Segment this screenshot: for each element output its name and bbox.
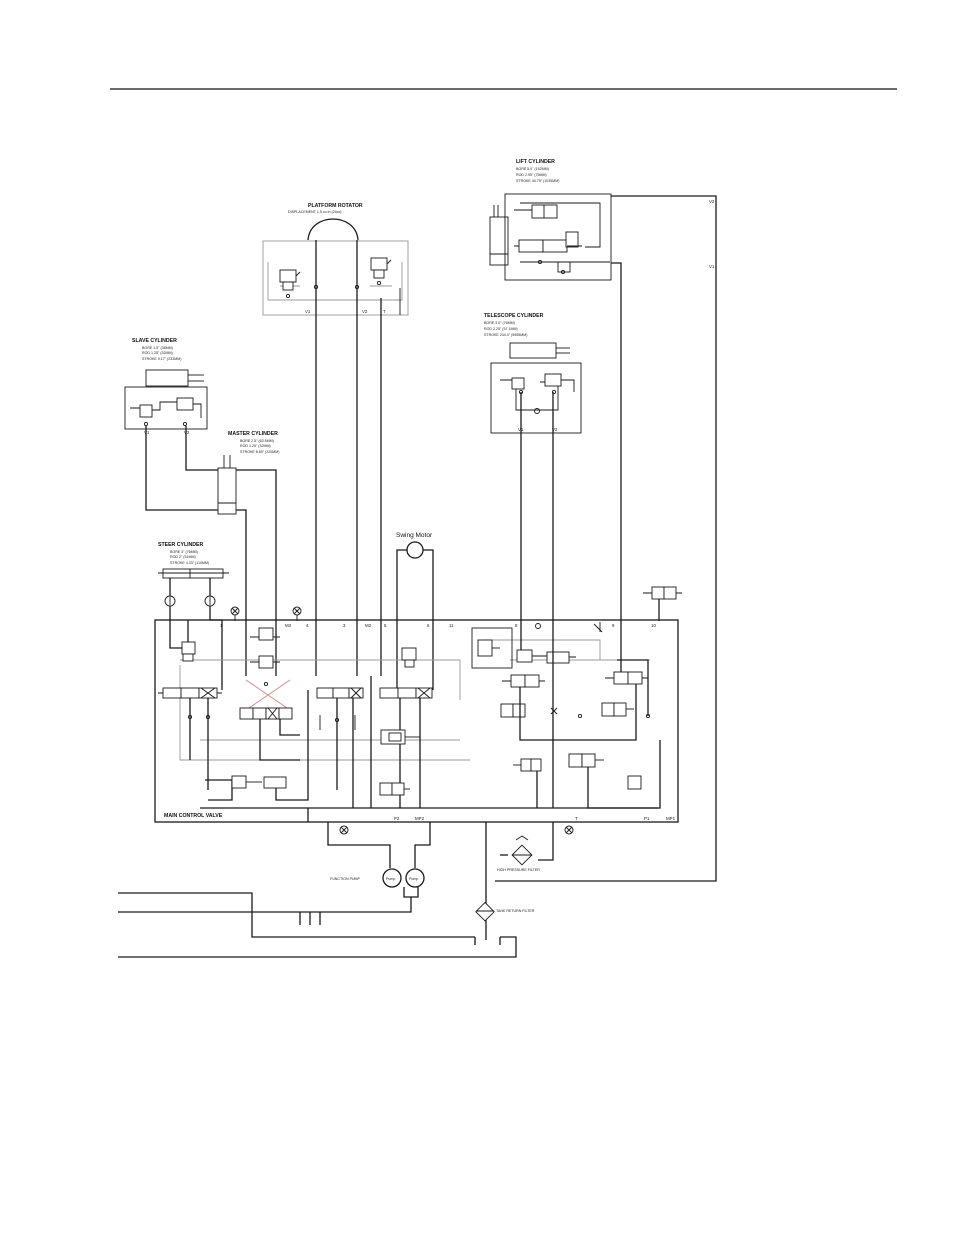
mcv-port-6: 6 bbox=[427, 623, 430, 628]
steer-cylinder: STEER CYLINDER BORE 3" (76MM) ROD 2" (51… bbox=[158, 542, 229, 607]
lift-bore: BORE 5.0" (152MM) bbox=[516, 167, 549, 171]
mcv-port-8: 8 bbox=[515, 623, 518, 628]
master-cylinder: MASTER CYLINDER BORE 2.5" (63.5MM) ROD 1… bbox=[217, 431, 279, 515]
mcv-port-mp2: MP2 bbox=[415, 816, 425, 821]
steer-cylinder-label: STEER CYLINDER bbox=[158, 542, 204, 548]
rotator-port-t: T bbox=[383, 309, 386, 314]
high-pressure-filter-label: HIGH PRESSURE FILTER bbox=[497, 868, 540, 872]
slave-rod: ROD 1.25" (32MM) bbox=[142, 351, 173, 355]
tele-stroke: STROKE 234.4" (5955MM) bbox=[484, 333, 527, 337]
mcv-port-10: 10 bbox=[651, 623, 656, 628]
tele-rod: ROD 2.25" (57.1MM) bbox=[484, 327, 518, 331]
slave-cylinder: SLAVE CYLINDER BORE 1.5" (38MM) ROD 1.25… bbox=[124, 338, 208, 435]
steer-bore: BORE 3" (76MM) bbox=[170, 550, 198, 554]
aux-solenoid-valve bbox=[643, 586, 682, 600]
slave-port-v2: V2 bbox=[184, 430, 190, 435]
tele-port-v2: V2 bbox=[552, 427, 558, 432]
platform-rotator-label: PLATFORM ROTATOR bbox=[308, 203, 363, 209]
swing-motor: Swing Motor bbox=[396, 532, 433, 559]
master-cylinder-label: MASTER CYLINDER bbox=[228, 431, 278, 437]
mcv-port-m2-top: M2 bbox=[365, 623, 372, 628]
mcv-port-4: 4 bbox=[306, 623, 309, 628]
rotator-port-v1: V1 bbox=[305, 309, 311, 314]
function-pump: FUNCTION PUMP Pump Pump bbox=[330, 868, 425, 888]
slave-stroke: STROKE 9.17" (233MM) bbox=[142, 357, 181, 361]
telescope-cylinder-label: TELESCOPE CYLINDER bbox=[484, 313, 544, 319]
mcv-port-p2: P2 bbox=[394, 816, 400, 821]
pump-left-label: Pump bbox=[386, 877, 395, 881]
lift-rod: ROD 2.95" (75MM) bbox=[516, 173, 547, 177]
gauge-right bbox=[292, 606, 302, 616]
gauge-left bbox=[230, 606, 240, 616]
telescope-cylinder: TELESCOPE CYLINDER BORE 3.0" (76MM) ROD … bbox=[484, 313, 582, 434]
lift-stroke: STROKE 40.75" (1035MM) bbox=[516, 179, 559, 183]
master-bore: BORE 2.5" (63.5MM) bbox=[240, 439, 274, 443]
mcv-port-p1: P1 bbox=[644, 816, 650, 821]
steer-stroke: STROKE 4.33" (110MM) bbox=[170, 561, 209, 565]
function-pump-label: FUNCTION PUMP bbox=[330, 877, 361, 881]
tele-bore: BORE 3.0" (76MM) bbox=[484, 321, 515, 325]
slave-cylinder-label: SLAVE CYLINDER bbox=[132, 338, 177, 344]
mcv-port-m3: M3 bbox=[285, 623, 292, 628]
mcv-port-mp1: MP1 bbox=[666, 816, 676, 821]
high-pressure-filter: HIGH PRESSURE FILTER bbox=[497, 835, 540, 872]
tank-return-filter-label: TANK RETURN FILTER bbox=[496, 909, 535, 913]
lift-cylinder-label: LIFT CYLINDER bbox=[516, 159, 555, 165]
platform-rotator-displacement: DISPLACEMENT 1.5 cu in (24cc) bbox=[288, 210, 341, 214]
lift-cylinder: LIFT CYLINDER BORE 5.0" (152MM) ROD 2.95… bbox=[489, 159, 612, 281]
main-control-valve-label: MAIN CONTROL VALVE bbox=[164, 813, 223, 819]
mcv-port-5: 5 bbox=[384, 623, 387, 628]
lift-port-v2: V2 bbox=[709, 199, 715, 204]
mcv-port-3: 3 bbox=[343, 623, 346, 628]
slave-port-v1: V1 bbox=[144, 430, 150, 435]
slave-bore: BORE 1.5" (38MM) bbox=[142, 346, 173, 350]
pump-right-label: Pump bbox=[409, 877, 418, 881]
mcv-port-t: T bbox=[575, 816, 578, 821]
lift-port-v1: V1 bbox=[709, 264, 715, 269]
gauge-bottom-left bbox=[339, 825, 349, 835]
master-rod: ROD 1.25" (32MM) bbox=[240, 444, 271, 448]
mcv-port-9: 9 bbox=[612, 623, 615, 628]
rotator-port-v2: V2 bbox=[362, 309, 368, 314]
mcv-port-11: 11 bbox=[449, 623, 454, 628]
gauge-bottom-right bbox=[564, 825, 574, 835]
platform-rotator: PLATFORM ROTATOR DISPLACEMENT 1.5 cu in … bbox=[262, 203, 409, 316]
steer-rod: ROD 2" (51MM) bbox=[170, 555, 196, 559]
main-control-valve: MAIN CONTROL VALVE 1 M3 4 3 M2 5 6 11 8 … bbox=[154, 619, 679, 823]
swing-motor-label: Swing Motor bbox=[396, 532, 433, 539]
tank-return-filter: TANK RETURN FILTER bbox=[475, 901, 535, 922]
master-stroke: STROKE 8.65" (220MM) bbox=[240, 450, 279, 454]
mcv-port-1: 1 bbox=[220, 623, 223, 628]
